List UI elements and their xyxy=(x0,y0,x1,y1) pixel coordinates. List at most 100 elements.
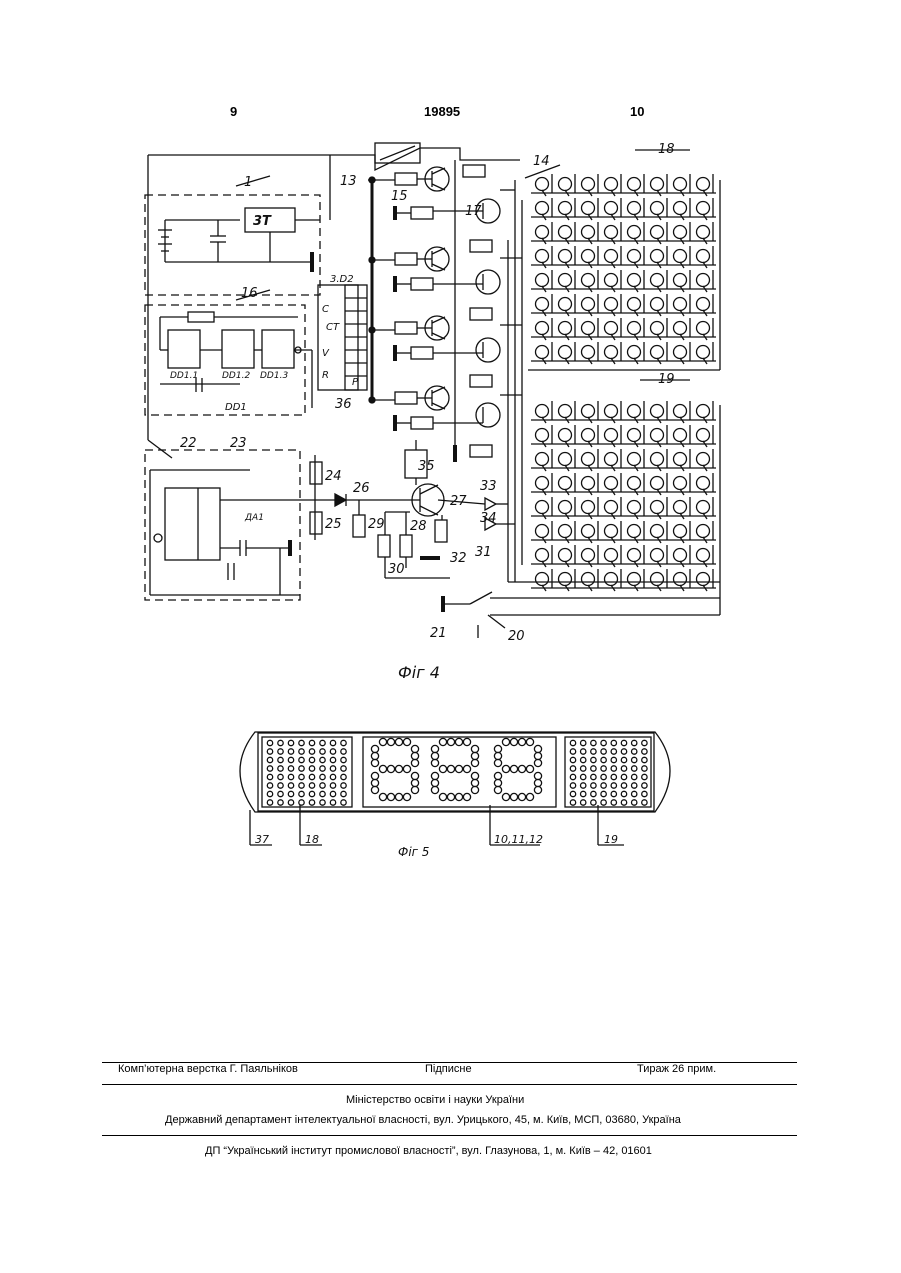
segment-dot-icon xyxy=(403,765,410,772)
panel-dot-icon xyxy=(330,774,335,779)
panel-dot-icon xyxy=(278,749,283,754)
segment-dot-icon xyxy=(371,752,378,759)
panel-dot-icon xyxy=(581,791,586,796)
panel-dot-icon xyxy=(299,766,304,771)
segment-dot-icon xyxy=(447,765,454,772)
segment-dot-icon xyxy=(510,738,517,745)
panel-dot-icon xyxy=(591,757,596,762)
panel-dot-icon xyxy=(570,800,575,805)
segment-dot-icon xyxy=(439,765,446,772)
segment-dot-icon xyxy=(494,779,501,786)
segment-dot-icon xyxy=(379,738,386,745)
panel-matrix-18 xyxy=(262,737,352,807)
panel-dot-icon xyxy=(611,774,616,779)
panel-dot-icon xyxy=(601,766,606,771)
panel-dot-icon xyxy=(278,766,283,771)
panel-dot-icon xyxy=(621,783,626,788)
panel-dot-icon xyxy=(309,766,314,771)
segment-dot-icon xyxy=(403,793,410,800)
panel-dot-icon xyxy=(642,783,647,788)
segment-dot-icon xyxy=(411,745,418,752)
panel-dot-icon xyxy=(611,766,616,771)
panel-dot-icon xyxy=(341,800,346,805)
panel-dot-icon xyxy=(581,774,586,779)
segment-dot-icon xyxy=(395,765,402,772)
panel-dot-icon xyxy=(621,800,626,805)
panel-dot-icon xyxy=(581,749,586,754)
panel-dot-icon xyxy=(611,757,616,762)
panel-dot-icon xyxy=(320,783,325,788)
panel-dot-icon xyxy=(570,774,575,779)
panel-dot-icon xyxy=(581,740,586,745)
panel-label-10-11-12: 10,11,12 xyxy=(494,833,543,846)
panel-dot-icon xyxy=(601,774,606,779)
panel-dot-icon xyxy=(642,749,647,754)
segment-dot-icon xyxy=(471,759,478,766)
segment-dot-icon xyxy=(463,738,470,745)
panel-dot-icon xyxy=(330,791,335,796)
panel-dot-icon xyxy=(632,740,637,745)
panel-dot-icon xyxy=(642,791,647,796)
panel-dot-icon xyxy=(288,783,293,788)
segment-dot-icon xyxy=(411,779,418,786)
panel-dot-icon xyxy=(299,749,304,754)
panel-seven-segment-digits xyxy=(371,738,541,800)
panel-dot-icon xyxy=(591,791,596,796)
footer-institute: ДП “Український інститут промислової вла… xyxy=(205,1145,652,1157)
panel-dot-icon xyxy=(330,766,335,771)
panel-dot-icon xyxy=(309,740,314,745)
panel-dot-icon xyxy=(299,783,304,788)
panel-dot-icon xyxy=(642,766,647,771)
segment-dot-icon xyxy=(494,772,501,779)
segment-dot-icon xyxy=(395,793,402,800)
panel-dot-icon xyxy=(267,774,272,779)
segment-dot-icon xyxy=(411,752,418,759)
footer-signed: Підписне xyxy=(425,1063,472,1075)
panel-dot-icon xyxy=(341,774,346,779)
panel-dot-icon xyxy=(632,749,637,754)
segment-dot-icon xyxy=(494,752,501,759)
panel-dot-icon xyxy=(299,757,304,762)
segment-dot-icon xyxy=(471,772,478,779)
panel-dot-icon xyxy=(611,791,616,796)
panel-dot-icon xyxy=(309,800,314,805)
panel-dot-icon xyxy=(570,757,575,762)
segment-dot-icon xyxy=(534,752,541,759)
segment-dot-icon xyxy=(463,765,470,772)
panel-dot-icon xyxy=(621,757,626,762)
segment-dot-icon xyxy=(371,772,378,779)
panel-dot-icon xyxy=(288,800,293,805)
panel-dot-icon xyxy=(632,791,637,796)
segment-dot-icon xyxy=(431,779,438,786)
panel-dot-icon xyxy=(330,740,335,745)
segment-dot-icon xyxy=(379,765,386,772)
panel-dot-icon xyxy=(267,800,272,805)
segment-dot-icon xyxy=(371,759,378,766)
panel-dot-icon xyxy=(601,757,606,762)
segment-dot-icon xyxy=(526,793,533,800)
panel-dot-icon xyxy=(591,800,596,805)
panel-dot-icon xyxy=(267,749,272,754)
segment-dot-icon xyxy=(439,793,446,800)
panel-dot-icon xyxy=(330,783,335,788)
panel-dot-icon xyxy=(320,749,325,754)
panel-dot-icon xyxy=(632,783,637,788)
panel-label-18: 18 xyxy=(305,833,319,846)
panel-dot-icon xyxy=(330,749,335,754)
panel-dot-icon xyxy=(642,774,647,779)
segment-dot-icon xyxy=(439,738,446,745)
panel-dot-icon xyxy=(278,757,283,762)
panel-dot-icon xyxy=(621,749,626,754)
panel-dot-icon xyxy=(632,800,637,805)
segment-dot-icon xyxy=(494,786,501,793)
segment-dot-icon xyxy=(455,793,462,800)
panel-dot-icon xyxy=(581,783,586,788)
panel-dot-icon xyxy=(341,740,346,745)
panel-dot-icon xyxy=(611,749,616,754)
panel-dot-icon xyxy=(632,766,637,771)
panel-dot-icon xyxy=(299,791,304,796)
segment-dot-icon xyxy=(387,765,394,772)
panel-dot-icon xyxy=(341,749,346,754)
panel-matrix-19-dots xyxy=(570,740,647,805)
